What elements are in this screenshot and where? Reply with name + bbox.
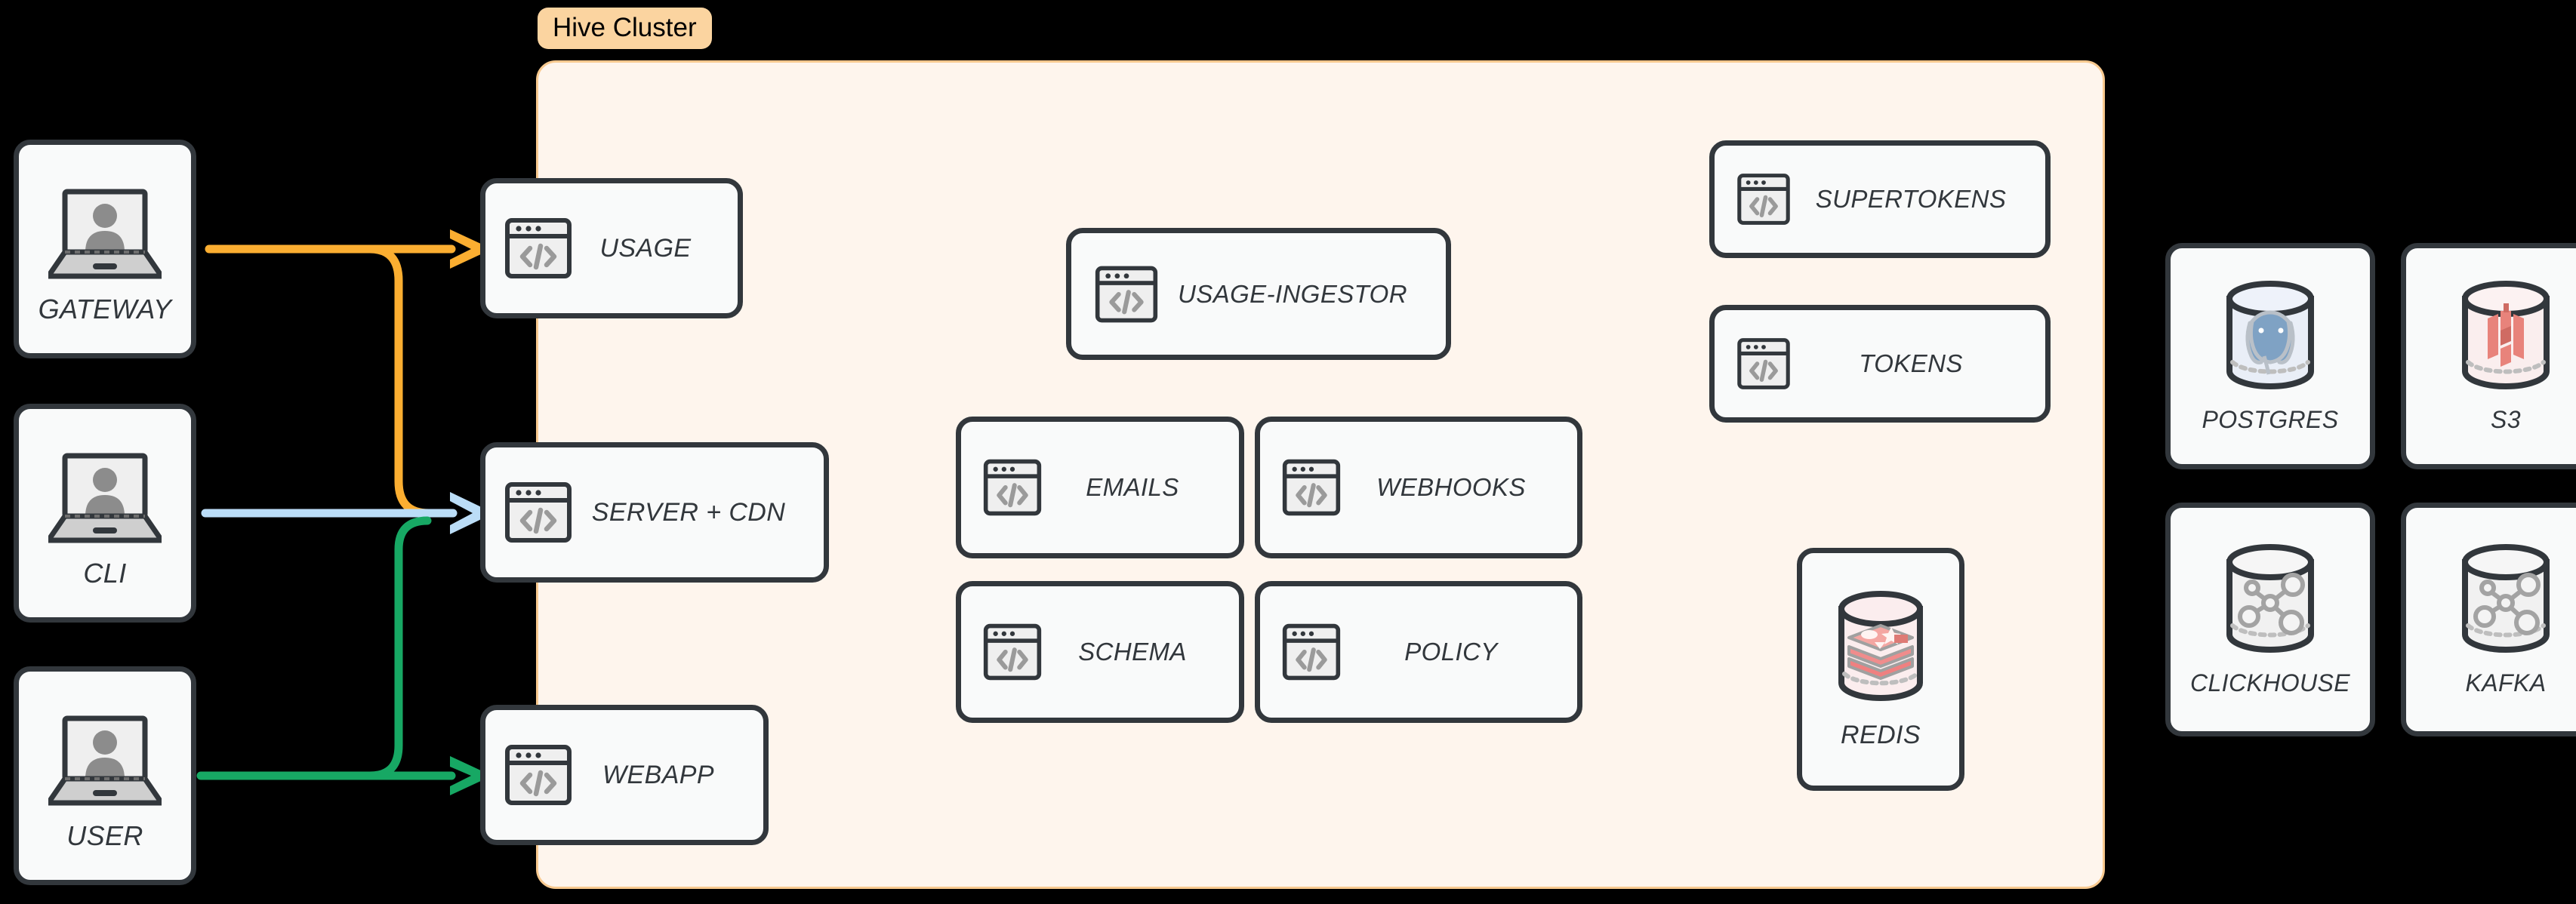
datastore-node-redis[interactable]: REDIS: [1797, 548, 1964, 791]
code-window-icon: [1734, 334, 1793, 393]
laptop-user-icon: [45, 714, 165, 808]
client-node-user[interactable]: USER: [14, 666, 196, 885]
redis-cylinder-icon: [1828, 589, 1934, 703]
service-node-usage[interactable]: USAGE: [480, 178, 743, 318]
service-label: USAGE: [599, 233, 692, 263]
code-window-icon: [982, 455, 1043, 520]
code-window-icon: [504, 478, 573, 547]
service-label: WEBAPP: [602, 760, 714, 789]
code-window-icon: [504, 740, 573, 810]
service-label: TOKENS: [1859, 349, 1963, 377]
service-node-webapp[interactable]: WEBAPP: [480, 705, 769, 845]
s3-cylinder-icon: [2450, 279, 2562, 392]
datastore-label: REDIS: [1841, 720, 1921, 749]
laptop-user-icon: [45, 451, 165, 546]
service-node-server-cdn[interactable]: SERVER + CDN: [480, 442, 829, 583]
edge-user-branch-to-server-cdn: [365, 516, 432, 780]
service-label: EMAILS: [1086, 473, 1179, 501]
datastore-label: CLICKHOUSE: [2189, 669, 2351, 696]
client-node-cli[interactable]: CLI: [14, 404, 196, 623]
code-window-icon: [504, 214, 573, 283]
edge-gateway-branch-to-server-cdn: [365, 244, 456, 518]
code-window-icon: [982, 620, 1043, 684]
client-node-gateway[interactable]: GATEWAY: [14, 140, 196, 358]
clickhouse-cylinder-icon: [2214, 543, 2326, 656]
service-node-emails[interactable]: EMAILS: [956, 417, 1244, 558]
code-window-icon: [1094, 262, 1159, 327]
code-window-icon: [1734, 170, 1793, 229]
postgres-cylinder-icon: [2214, 279, 2326, 392]
datastore-label: S3: [2491, 405, 2521, 433]
service-label: SERVER + CDN: [591, 497, 786, 527]
service-node-schema[interactable]: SCHEMA: [956, 581, 1244, 723]
hive-cluster-badge: Hive Cluster: [538, 8, 712, 49]
service-label: WEBHOOKS: [1376, 473, 1526, 501]
service-label: POLICY: [1404, 638, 1498, 666]
code-window-icon: [1281, 455, 1342, 520]
service-node-webhooks[interactable]: WEBHOOKS: [1255, 417, 1582, 558]
service-label: SUPERTOKENS: [1815, 185, 2007, 213]
datastore-node-s3[interactable]: S3: [2401, 243, 2576, 469]
datastore-label: POSTGRES: [2202, 405, 2339, 433]
laptop-user-icon: [45, 187, 165, 281]
service-node-tokens[interactable]: TOKENS: [1709, 305, 2051, 423]
code-window-icon: [1281, 620, 1342, 684]
service-label: USAGE-INGESTOR: [1178, 279, 1407, 308]
datastore-node-postgres[interactable]: POSTGRES: [2165, 243, 2375, 469]
service-label: SCHEMA: [1078, 638, 1187, 666]
service-node-policy[interactable]: POLICY: [1255, 581, 1582, 723]
client-label: CLI: [83, 557, 127, 589]
datastore-node-clickhouse[interactable]: CLICKHOUSE: [2165, 503, 2375, 736]
datastore-label: KAFKA: [2465, 669, 2547, 696]
client-label: GATEWAY: [38, 293, 172, 324]
kafka-cylinder-icon: [2450, 543, 2562, 656]
service-node-supertokens[interactable]: SUPERTOKENS: [1709, 140, 2051, 258]
datastore-node-kafka[interactable]: KAFKA: [2401, 503, 2576, 736]
client-label: USER: [66, 819, 143, 851]
service-node-usage-ingestor[interactable]: USAGE-INGESTOR: [1066, 228, 1451, 360]
